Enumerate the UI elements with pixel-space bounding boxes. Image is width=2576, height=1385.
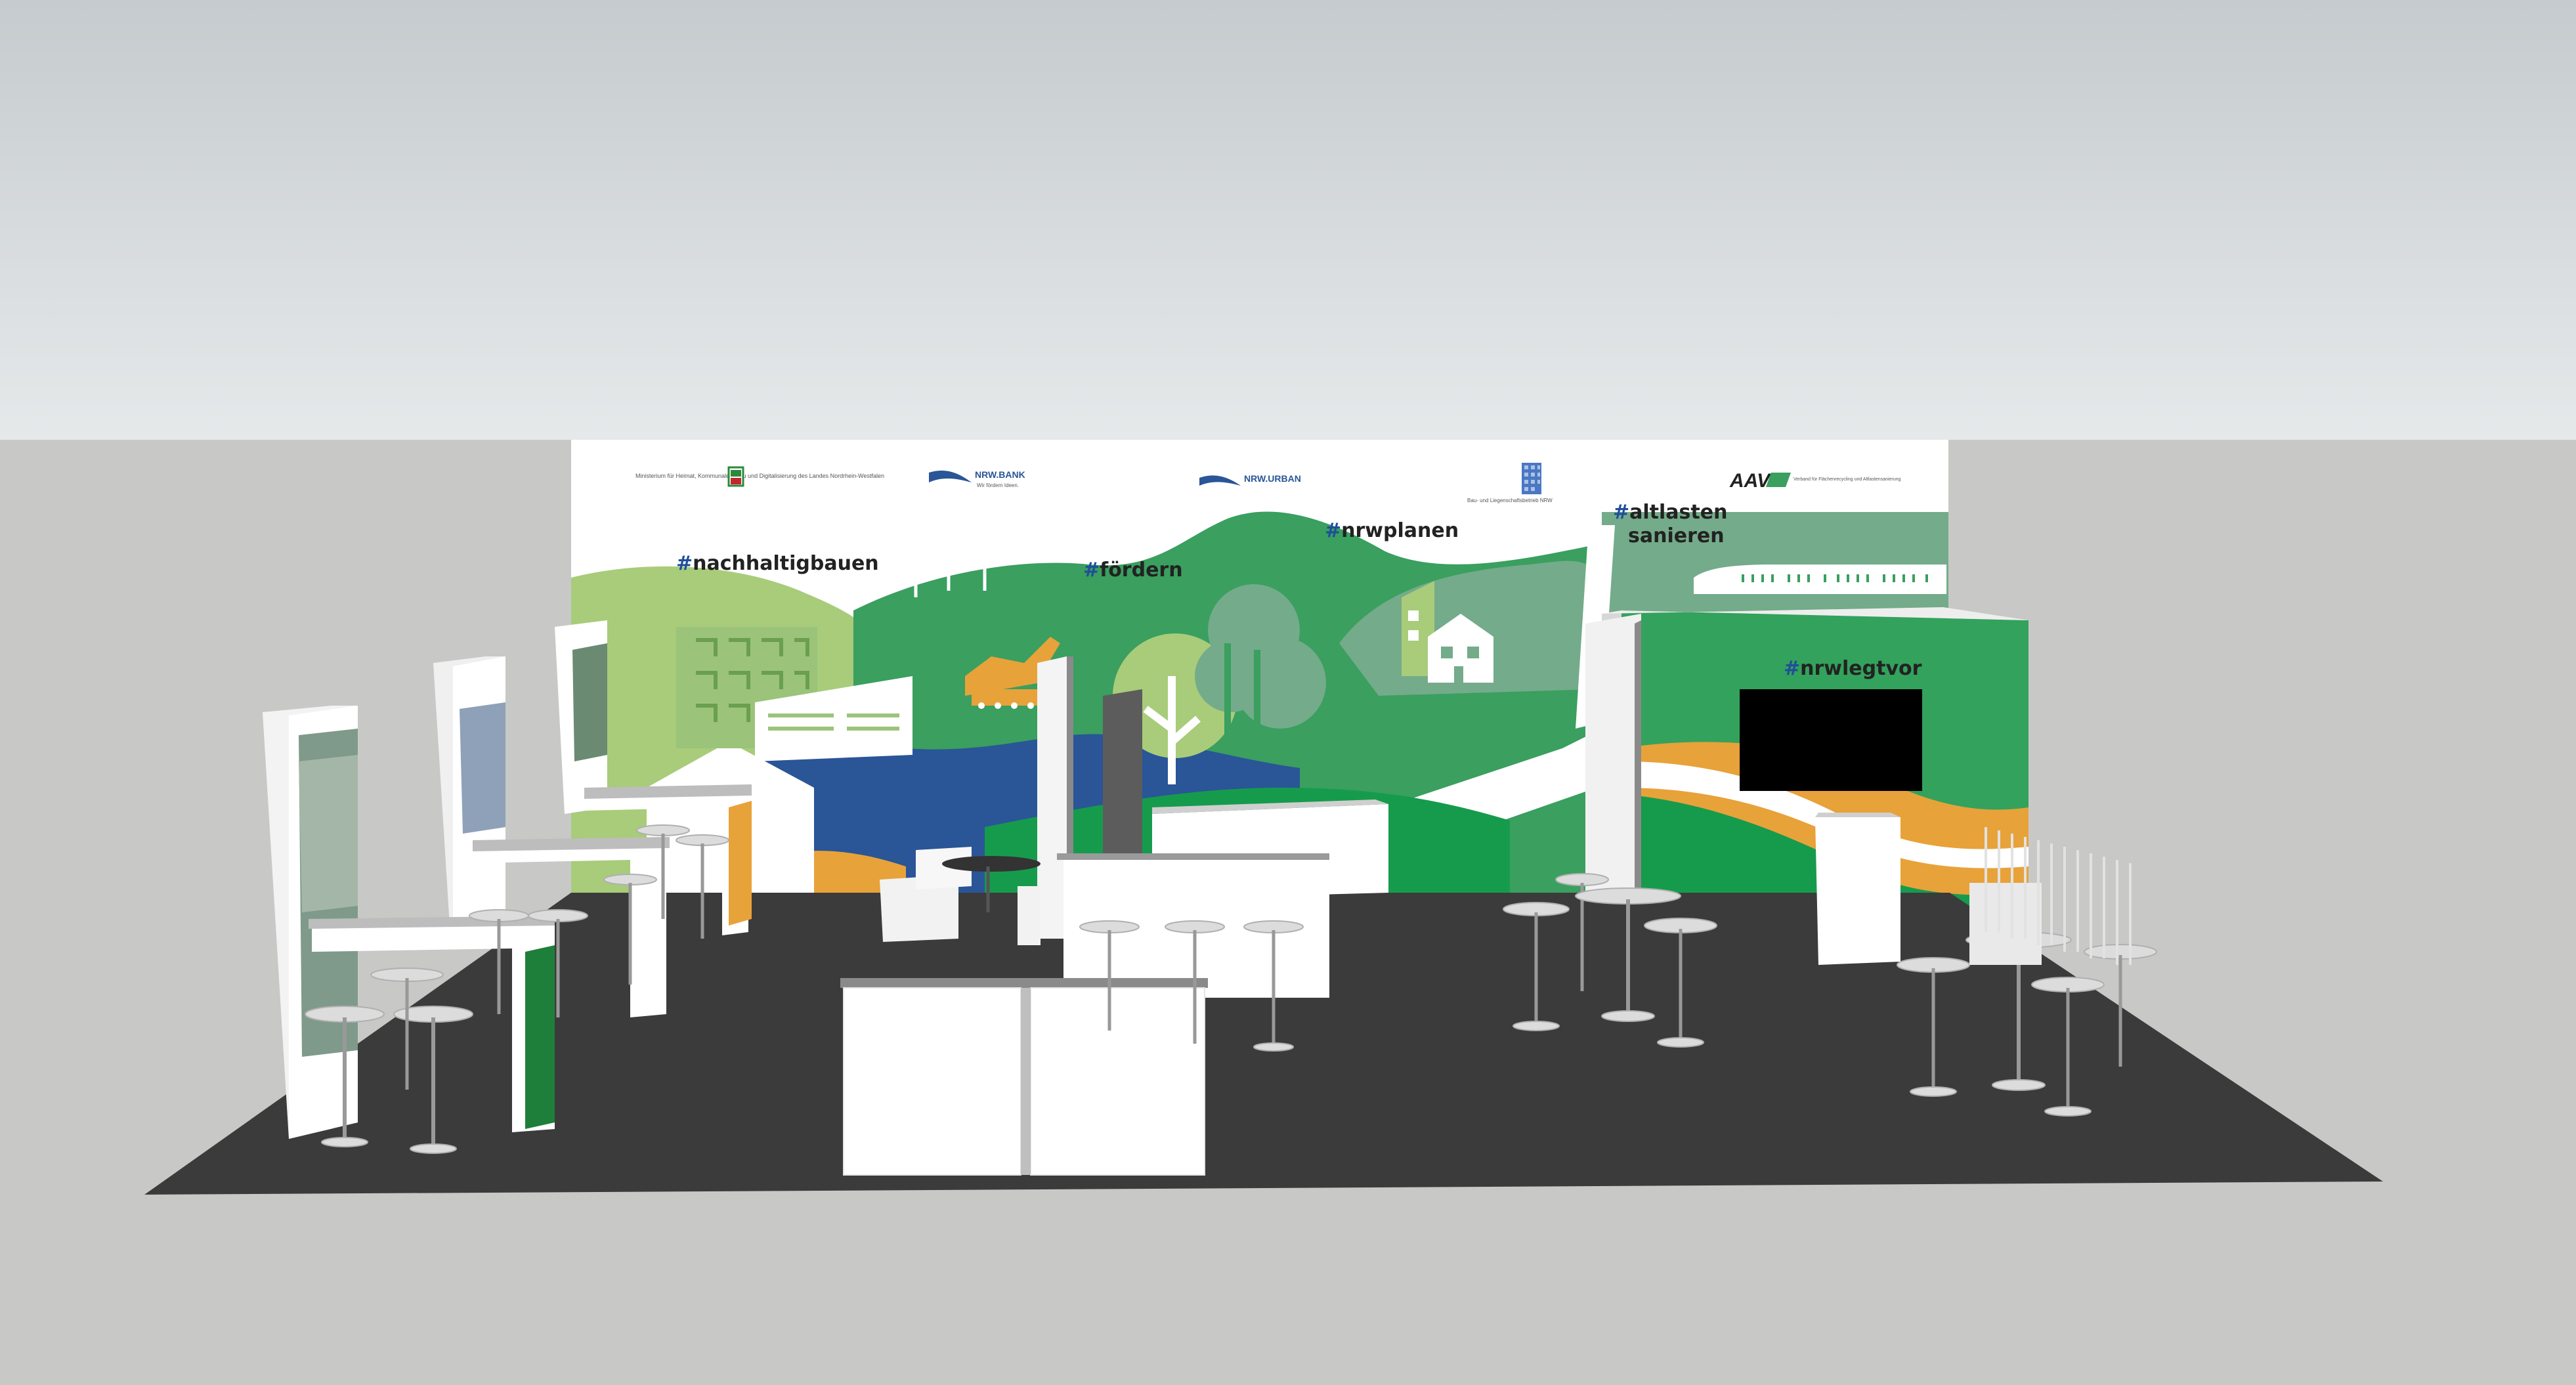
wind-turbine-icon (901, 525, 997, 597)
logo-aav: AAV Verband für Flächenrecycling und Alt… (1729, 470, 1901, 492)
logo-blb: Bau- und Liegenschaftsbetrieb NRW (1467, 463, 1553, 503)
center-column (1037, 656, 1142, 939)
svg-text:Verband für Flächenrecycling u: Verband für Flächenrecycling und Altlast… (1793, 477, 1901, 482)
front-counter (840, 978, 1208, 1176)
tv-screen (1740, 689, 1922, 791)
logo-nrw-bank: NRW.BANK Wir fördern Ideen. (929, 469, 1025, 488)
logo-ministry: Ministerium für Heimat, Kommunales, Bau … (635, 466, 884, 487)
svg-text:NRW.URBAN: NRW.URBAN (1244, 473, 1301, 484)
svg-text:Ministerium für Heimat, Kommun: Ministerium für Heimat, Kommunales, Bau … (635, 473, 884, 479)
svg-text:Wir fördern Ideen.: Wir fördern Ideen. (977, 482, 1019, 488)
house-icon (1402, 581, 1493, 683)
hashtag-foerdern: #fördern (1083, 559, 1183, 582)
hashtag-altlasten: #altlasten (1613, 501, 1727, 524)
svg-text:NRW.BANK: NRW.BANK (975, 469, 1025, 480)
svg-text:Bau- und Liegenschaftsbetrieb: Bau- und Liegenschaftsbetrieb NRW (1467, 498, 1553, 503)
left-high-tables (309, 784, 752, 1132)
hashtag-nrwlegtvor: #nrwlegtvor (1784, 657, 1922, 680)
hashtag-nrwplanen: #nrwplanen (1325, 519, 1459, 542)
excavator-icon (965, 637, 1060, 709)
hashtag-nachhaltigbauen: #nachhaltigbauen (676, 552, 879, 575)
small-cubes (880, 847, 1041, 942)
train-icon (1694, 565, 1946, 594)
hashtag-altlasten-line2: sanieren (1628, 524, 1725, 547)
sky (0, 0, 2576, 440)
tree-icon (1113, 584, 1326, 784)
right-display (1815, 813, 2132, 965)
svg-text:AAV: AAV (1729, 470, 1772, 492)
logo-nrw-urban: NRW.URBAN (1199, 473, 1301, 486)
